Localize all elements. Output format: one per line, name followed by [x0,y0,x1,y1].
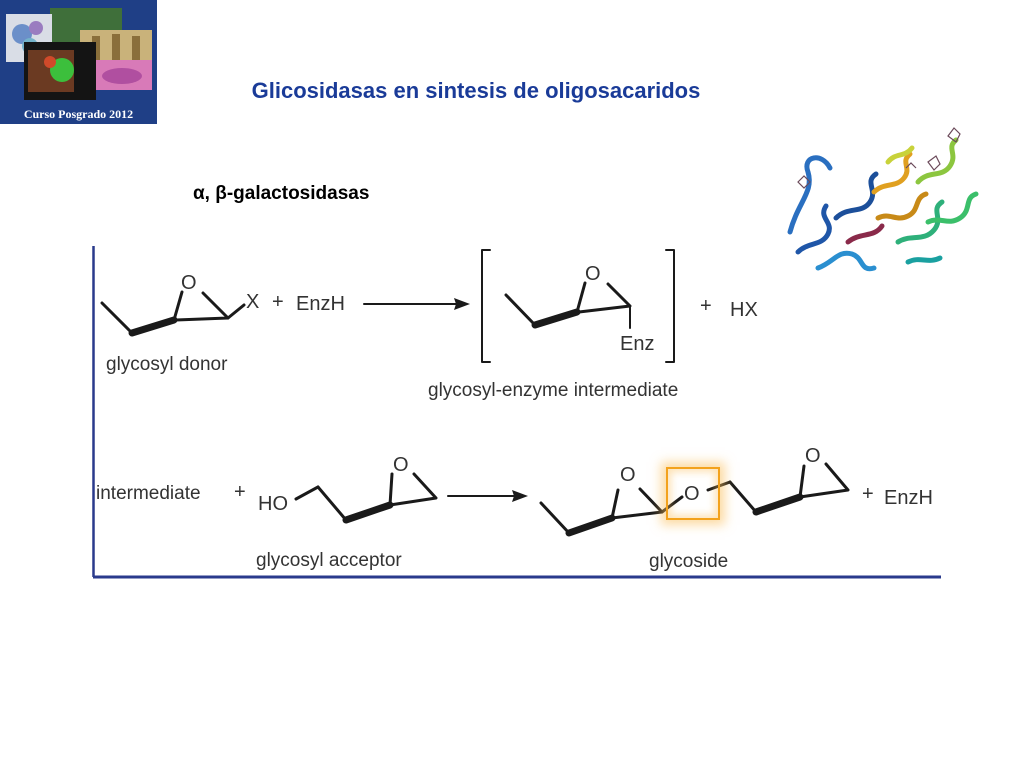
acceptor-ring [316,472,438,522]
hydroxyl-ho: HO [258,493,288,515]
intermediate-enz-label: Enz [620,333,655,355]
protein-structure-image [787,127,979,272]
enzyme-label-1: EnzH [296,293,345,315]
glycosyl-enzyme-intermediate-label: glycosyl-enzyme intermediate [428,380,679,401]
glycoside-ring-oxygen-right: O [805,445,821,467]
slide-subtitle: α, β-galactosidasas [193,183,370,204]
glycoside-ring-left [539,487,664,535]
plus-sign-2: + [700,295,712,317]
plus-sign-4: + [862,483,874,505]
intermediate-start-label: intermediate [96,483,201,504]
glycoside-label: glycoside [649,551,729,572]
logo-caption: Curso Posgrado 2012 [23,107,134,121]
arrowhead-2 [512,490,528,502]
plus-sign-1: + [272,291,284,313]
acceptor-ho-bond [294,485,320,501]
acceptor-ring-oxygen: O [393,454,409,476]
logo-collage-image [0,0,157,124]
glycosidic-oxygen: O [684,483,700,505]
enzyme-label-2: EnzH [884,487,933,509]
donor-ring-front-bond [128,316,178,337]
glycoside-ring-oxygen-left: O [620,464,636,486]
donor-ring-oxygen: O [181,272,197,294]
glycosyl-donor-label: glycosyl donor [106,354,228,375]
intermediate-ring-oxygen: O [585,263,601,285]
bracket-left [481,249,491,363]
intermediate-ring [504,281,632,327]
glycosyl-acceptor-label: glycosyl acceptor [256,550,402,571]
slide-title: Glicosidasas en sintesis de oligosacarid… [0,78,952,104]
glycoside-ring-right [728,462,850,514]
slide-title-text: Glicosidasas en sintesis de oligosacarid… [251,78,701,103]
plus-sign-3: + [234,481,246,503]
leaving-group-x: X [246,291,260,313]
glycosidic-oxygen-highlight [666,467,720,520]
donor-ring [100,290,230,335]
byproduct-hx: HX [730,299,758,321]
bracket-right [665,249,675,363]
donor-x-bond [226,303,246,320]
arrowhead-1 [454,298,470,310]
course-logo: Curso Posgrado 2012 [0,0,157,124]
